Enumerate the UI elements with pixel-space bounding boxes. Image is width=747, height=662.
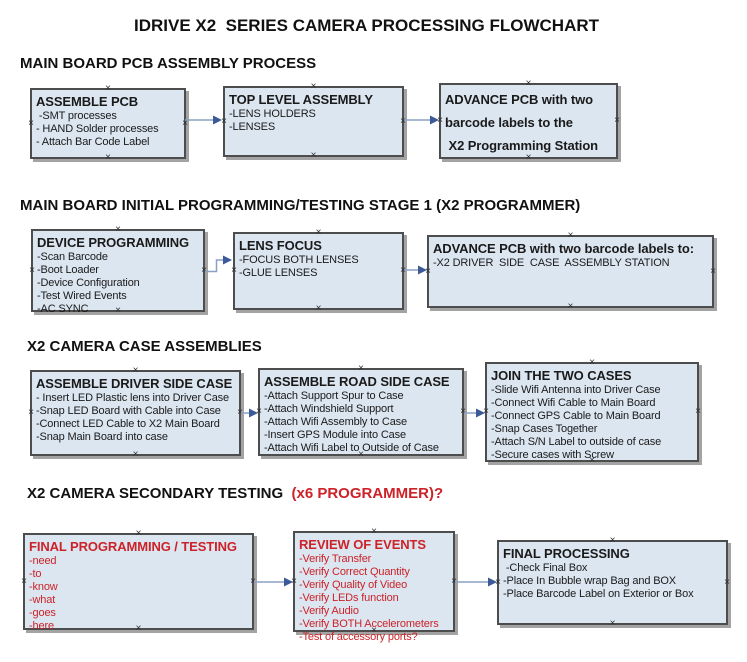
connection-anchor-icon: × — [710, 265, 716, 277]
box-item: -Attach S/N Label to outside of case — [491, 436, 662, 448]
box-item: -Check Final Box — [503, 562, 588, 574]
box-item: -Test Wired Events — [37, 290, 127, 302]
box-item: -goes — [29, 607, 56, 619]
section-heading-case-assemblies: X2 CAMERA CASE ASSEMBLIES — [27, 338, 262, 355]
box-item: -Verify Correct Quantity — [299, 566, 410, 578]
flow-box-advance-pcb-driver-side-station[interactable]: × × × × ADVANCE PCB with two barcode lab… — [425, 231, 716, 312]
box-item: -FOCUS BOTH LENSES — [239, 254, 359, 266]
box-item: -Connect GPS Cable to Main Board — [491, 410, 661, 422]
connection-anchor-icon: × — [21, 575, 27, 587]
box-item: -Connect LED Cable to X2 Main Board — [36, 418, 220, 430]
box-title: TOP LEVEL ASSEMBLY — [229, 92, 373, 107]
box-title: ADVANCE PCB with two barcode labels to: — [433, 241, 694, 256]
flow-box-final-processing[interactable]: × × × × FINAL PROCESSING -Check Final Bo… — [495, 536, 730, 629]
connection-anchor-icon: × — [105, 152, 111, 163]
box-item: -Scan Barcode — [37, 251, 108, 263]
box-item: -LENS HOLDERS — [229, 108, 316, 120]
box-title: FINAL PROCESSING — [503, 546, 630, 561]
box-item: -Snap Main Board into case — [36, 431, 168, 443]
connector-arrow-toplevel-to-advance[interactable] — [404, 114, 440, 126]
box-item: -Secure cases with Screw — [491, 449, 614, 461]
box-item: -to — [29, 568, 42, 580]
flow-box-final-programming-testing[interactable]: × × × × FINAL PROGRAMMING / TESTING -nee… — [21, 529, 256, 634]
box-item: - Attach Bar Code Label — [36, 136, 150, 148]
box-title: JOIN THE TWO CASES — [491, 368, 632, 383]
box-item: - Insert LED Plastic lens into Driver Ca… — [36, 392, 229, 404]
box-item: -Verify Quality of Video — [299, 579, 408, 591]
connection-anchor-icon: × — [614, 115, 620, 126]
box-item: -need — [29, 555, 57, 567]
box-item: -Place In Bubble wrap Bag and BOX — [503, 575, 676, 587]
flow-box-assemble-road-side-case[interactable]: × × × × ASSEMBLE ROAD SIDE CASE -Attach … — [256, 364, 466, 460]
box-title: ASSEMBLE DRIVER SIDE CASE — [36, 376, 233, 391]
connector-arrow-review-to-finalprocessing[interactable] — [455, 576, 498, 588]
section-heading-secondary-testing: X2 CAMERA SECONDARY TESTING (x6 PROGRAMM… — [27, 485, 443, 502]
box-item: - HAND Solder processes — [36, 123, 159, 135]
connector-arrow-driverside-to-roadside[interactable] — [241, 407, 259, 419]
connector-arrow-pcb-to-toplevel[interactable] — [185, 114, 223, 126]
heading-black-part: X2 CAMERA SECONDARY TESTING — [27, 485, 284, 502]
box-item: -X2 DRIVER SIDE CASE ASSEMBLY STATION — [433, 257, 670, 269]
box-item: -Boot Loader — [37, 264, 99, 276]
box-item: -Verify Transfer — [299, 553, 372, 565]
connector-arrow-roadside-to-join[interactable] — [464, 407, 486, 419]
box-item: -Test of accessory ports? — [299, 631, 418, 643]
flow-box-assemble-driver-side-case[interactable]: × × × × ASSEMBLE DRIVER SIDE CASE - Inse… — [28, 366, 243, 460]
box-item: -Attach Windshield Support — [264, 403, 394, 415]
box-item: -Attach Wifi Label to Outside of Case — [264, 442, 439, 454]
section-heading-initial-programming: MAIN BOARD INITIAL PROGRAMMING/TESTING S… — [20, 197, 581, 214]
flow-box-lens-focus[interactable]: × × × × LENS FOCUS -FOCUS BOTH LENSES -G… — [231, 228, 406, 314]
box-item: -Attach Support Spur to Case — [264, 390, 404, 402]
connector-arrow-device-to-lensfocus[interactable] — [205, 253, 233, 275]
box-title: ASSEMBLE PCB — [36, 94, 139, 109]
connection-anchor-icon: × — [609, 618, 616, 629]
connection-anchor-icon: × — [695, 406, 701, 417]
box-item: -Snap Cases Together — [491, 423, 598, 435]
box-item: -know — [29, 581, 58, 593]
box-item: -Verify BOTH Accelerometers — [299, 618, 439, 630]
box-title: FINAL PROGRAMMING / TESTING — [29, 539, 237, 554]
box-item: -Place Barcode Label on Exterior or Box — [503, 588, 694, 600]
box-item: -Snap LED Board with Cable into Case — [36, 405, 221, 417]
box-title: DEVICE PROGRAMMING — [37, 235, 190, 250]
section-heading-pcb-assembly: MAIN BOARD PCB ASSEMBLY PROCESS — [20, 55, 317, 72]
box-item: -Connect Wifi Cable to Main Board — [491, 397, 656, 409]
connection-anchor-icon: × — [567, 301, 574, 312]
box-item: -LENSES — [229, 121, 276, 133]
box-item: -Verify LEDs function — [299, 592, 399, 604]
box-item: -here — [29, 620, 54, 632]
flow-box-advance-pcb-programming-station[interactable]: × × × × ADVANCE PCB with two barcode lab… — [437, 79, 620, 163]
box-title: REVIEW OF EVENTS — [299, 537, 426, 552]
box-title: ASSEMBLE ROAD SIDE CASE — [264, 374, 450, 389]
box-item: -Insert GPS Module into Case — [264, 429, 406, 441]
box-item: -Verify Audio — [299, 605, 359, 617]
connection-anchor-icon: × — [28, 117, 34, 129]
flow-box-assemble-pcb[interactable]: × × × × ASSEMBLE PCB -SMT processes - HA… — [28, 84, 188, 163]
flow-box-join-the-two-cases[interactable]: × × × × JOIN THE TWO CASES -Slide Wifi A… — [483, 358, 701, 466]
connector-arrow-lensfocus-to-advance[interactable] — [404, 264, 428, 276]
connection-anchor-icon: × — [315, 303, 322, 314]
box-item: -Attach Wifi Assembly to Case — [264, 416, 407, 428]
box-item: -what — [29, 594, 56, 606]
connection-anchor-icon: × — [724, 576, 730, 588]
heading-red-part: (x6 PROGRAMMER)? — [283, 485, 444, 502]
connection-anchor-icon: × — [310, 150, 317, 161]
box-item: -SMT processes — [36, 110, 117, 122]
box-item: -AC SYNC — [37, 303, 89, 315]
flow-box-top-level-assembly[interactable]: × × × × TOP LEVEL ASSEMBLY -LENS HOLDERS… — [221, 82, 406, 161]
box-title: LENS FOCUS — [239, 238, 322, 253]
box-item: -GLUE LENSES — [239, 267, 318, 279]
connection-anchor-icon: × — [132, 449, 139, 460]
box-title: ADVANCE PCB with two barcode labels to t… — [445, 92, 599, 153]
connection-anchor-icon: × — [28, 407, 34, 418]
box-item: -Device Configuration — [37, 277, 140, 289]
connection-anchor-icon: × — [29, 264, 35, 276]
connector-arrow-finalprog-to-review[interactable] — [254, 576, 294, 588]
page-title: IDRIVE X2 SERIES CAMERA PROCESSING FLOWC… — [133, 16, 600, 35]
flow-box-review-of-events[interactable]: × × × × REVIEW OF EVENTS -Verify Transfe… — [291, 527, 457, 644]
flow-box-device-programming[interactable]: × × × × DEVICE PROGRAMMING -Scan Barcode… — [29, 225, 207, 316]
box-item: -Slide Wifi Antenna into Driver Case — [491, 384, 661, 396]
